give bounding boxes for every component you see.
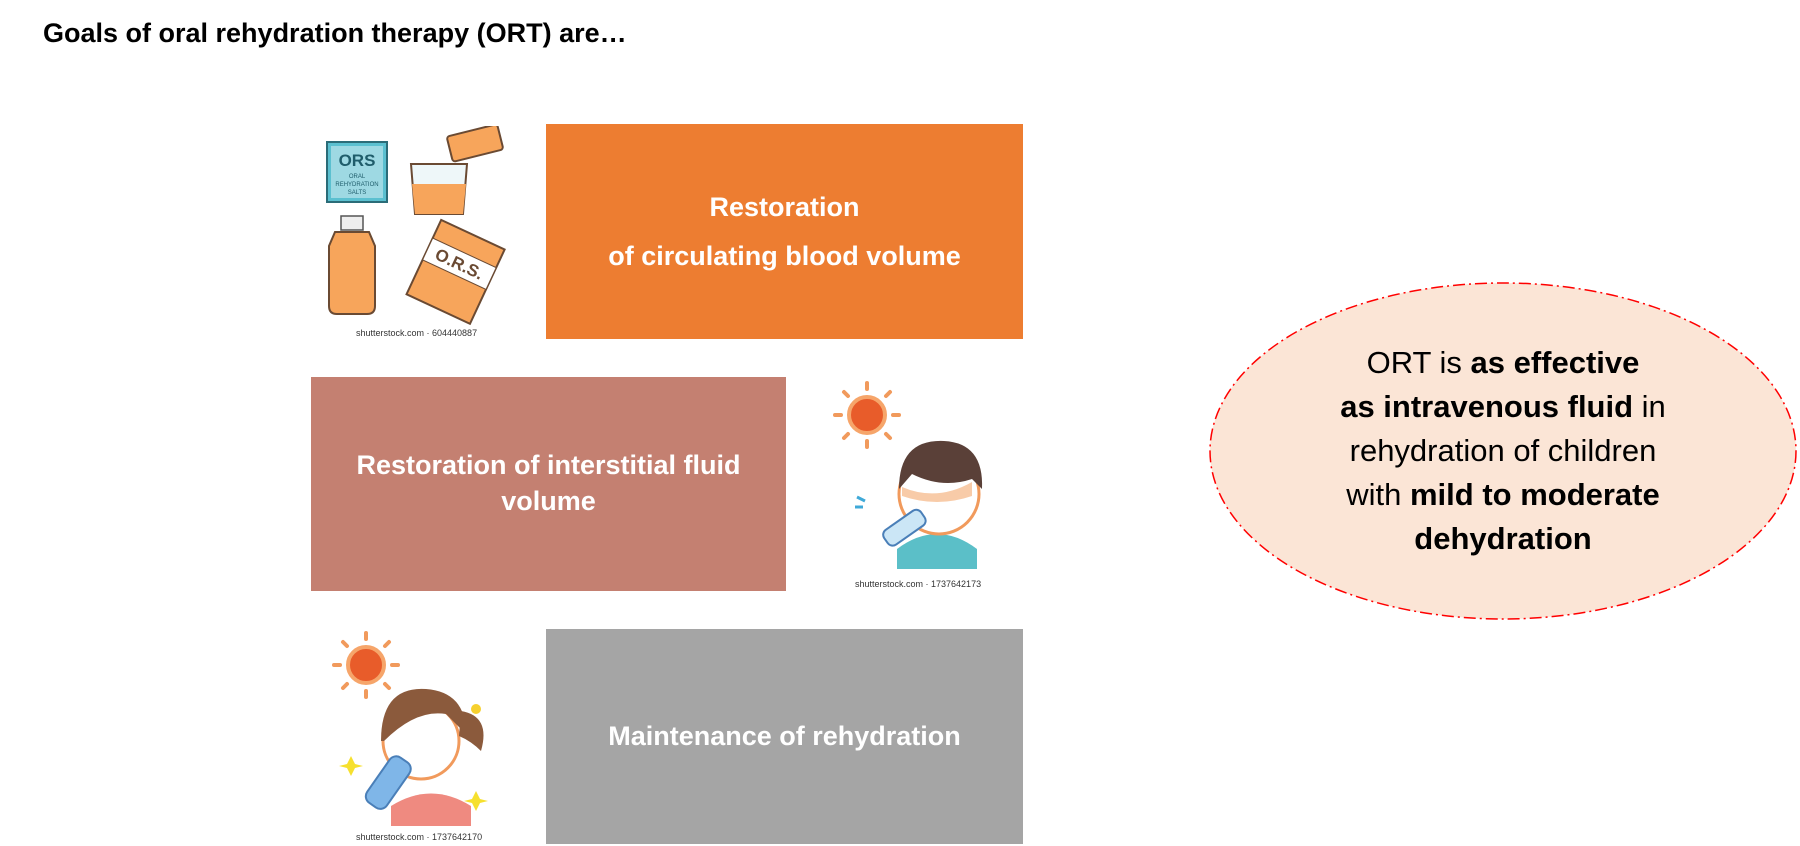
goal-circulating-blood-volume: Restoration of circulating blood volume [546,124,1023,339]
goal-interstitial-fluid-volume: Restoration of interstitial fluid volume [311,377,786,591]
girl-drinking-illustration [321,631,511,831]
callout-line-2: as intravenous fluid in [1340,388,1666,424]
svg-text:ORS: ORS [339,151,376,170]
goal-label: Restoration of interstitial fluid volume [356,450,741,517]
callout-line-5: dehydration [1414,521,1592,557]
svg-text:REHYDRATION: REHYDRATION [335,182,378,188]
goal-label: Maintenance of rehydration [608,721,961,752]
slide-title: Goals of oral rehydration therapy (ORT) … [43,18,627,48]
sun-icon [332,631,400,699]
ort-effectiveness-callout: ORT is as effective as intravenous fluid… [1208,281,1798,621]
boy-drinking-illustration [827,379,999,579]
svg-text:ORAL: ORAL [349,174,366,180]
callout-line-3: rehydration of children [1349,432,1657,468]
callout-line-1: ORT is as effective [1366,344,1640,380]
ors-illustration: ORS ORAL REHYDRATION SALTS O.R.S. [321,126,511,326]
image-credit: shutterstock.com · 604440887 [356,328,478,338]
image-credit: shutterstock.com · 1737642170 [356,832,483,842]
image-credit: shutterstock.com · 1737642173 [855,579,982,589]
sun-icon [833,381,901,449]
svg-text:SALTS: SALTS [348,190,367,196]
goal-label-line1: Restoration [709,191,860,222]
callout-line-4: with mild to moderate [1346,477,1660,512]
goal-maintenance-of-rehydration: Maintenance of rehydration [546,629,1023,844]
goal-label-line2: of circulating blood volume [608,240,961,271]
